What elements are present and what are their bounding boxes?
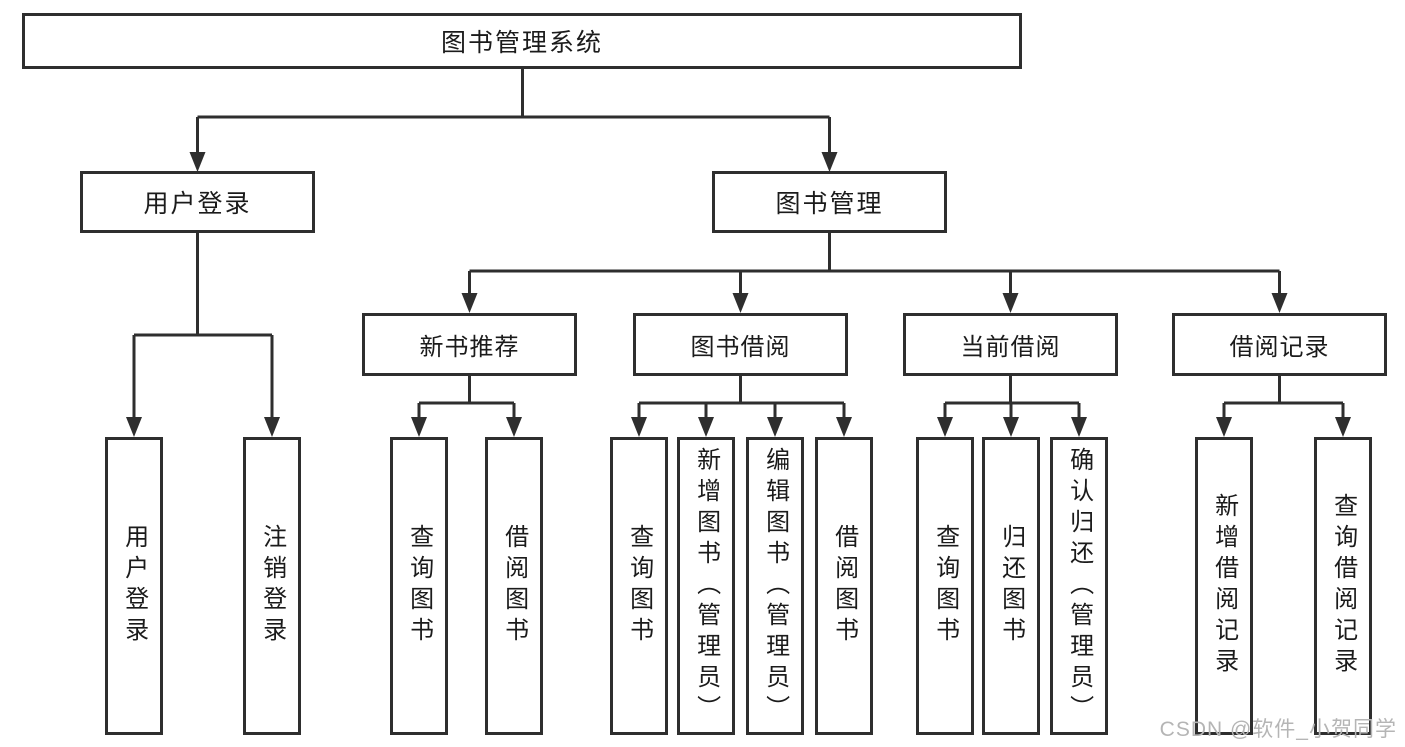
node-label: 借阅记录	[1229, 334, 1330, 361]
leaf-borrow-books-borrowing: 借阅图书	[815, 437, 873, 735]
leaf-label: 借阅图书	[500, 524, 528, 648]
node-label: 图书借阅	[690, 334, 791, 361]
leaf-query-books-current: 查询图书	[916, 437, 974, 735]
leaf-query-books-recommend: 查询图书	[390, 437, 448, 735]
leaf-label: 归还图书	[997, 524, 1025, 648]
leaf-label: 用户登录	[120, 524, 148, 648]
leaf-label: 借阅图书	[830, 524, 858, 648]
leaf-label: 注销登录	[258, 524, 286, 648]
node-label: 当前借阅	[960, 334, 1061, 361]
leaf-label: 编辑图书（管理员）	[761, 446, 789, 726]
node-library-management-system: 图书管理系统	[22, 13, 1022, 69]
leaf-label: 查询图书	[931, 524, 959, 648]
leaf-add-book-admin: 新增图书（管理员）	[677, 437, 735, 735]
leaf-label: 查询借阅记录	[1329, 493, 1357, 679]
node-new-book-recommendation: 新书推荐	[362, 313, 577, 376]
leaf-confirm-return-admin: 确认归还（管理员）	[1050, 437, 1108, 735]
arrowheads	[126, 152, 1351, 437]
node-label: 新书推荐	[419, 334, 520, 361]
leaf-logout: 注销登录	[243, 437, 301, 735]
leaf-label: 新增借阅记录	[1210, 493, 1238, 679]
leaf-user-login: 用户登录	[105, 437, 163, 735]
node-user-login: 用户登录	[80, 171, 315, 233]
node-book-borrowing: 图书借阅	[633, 313, 848, 376]
leaf-return-books: 归还图书	[982, 437, 1040, 735]
leaf-query-books-borrowing: 查询图书	[610, 437, 668, 735]
node-book-management: 图书管理	[712, 171, 947, 233]
node-borrowing-records: 借阅记录	[1172, 313, 1387, 376]
node-label: 图书管理系统	[440, 29, 603, 57]
node-label: 图书管理	[775, 190, 884, 218]
leaf-query-borrow-record: 查询借阅记录	[1314, 437, 1372, 735]
leaf-borrow-books-recommend: 借阅图书	[485, 437, 543, 735]
leaf-add-borrow-record: 新增借阅记录	[1195, 437, 1253, 735]
leaf-label: 查询图书	[405, 524, 433, 648]
node-label: 用户登录	[143, 190, 252, 218]
leaf-label: 确认归还（管理员）	[1065, 446, 1093, 726]
leaf-label: 查询图书	[625, 524, 653, 648]
leaf-edit-book-admin: 编辑图书（管理员）	[746, 437, 804, 735]
leaf-label: 新增图书（管理员）	[692, 446, 720, 726]
node-current-borrowing: 当前借阅	[903, 313, 1118, 376]
